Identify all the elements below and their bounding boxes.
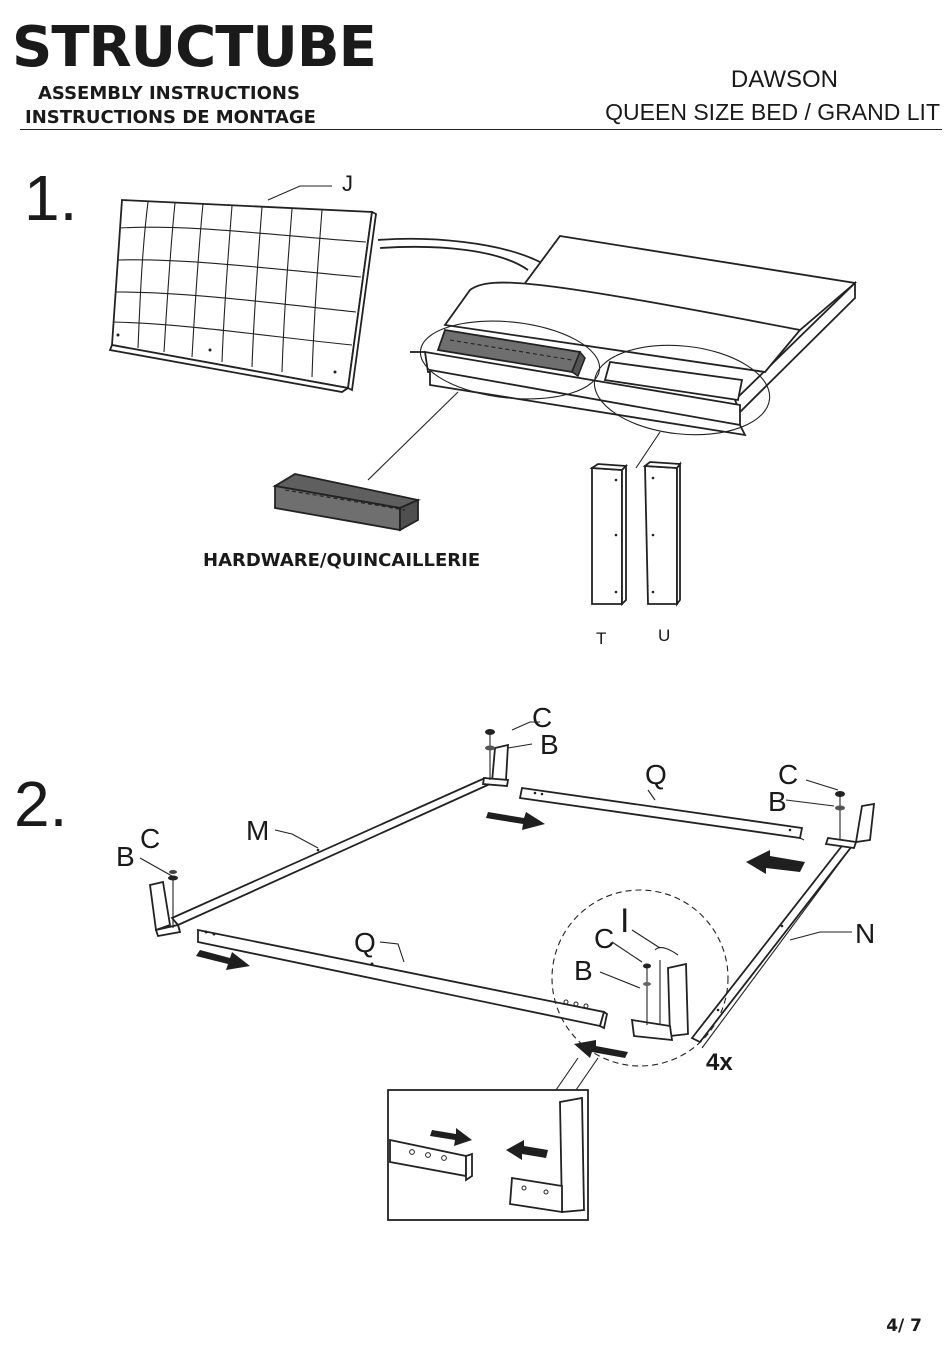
quantity-label: 4x — [706, 1049, 733, 1076]
label-q-bottom: Q — [354, 927, 376, 958]
arrow-left-icon — [746, 850, 805, 874]
label-b-4: B — [574, 955, 593, 986]
arrow-left-icon — [574, 1040, 628, 1058]
label-c-4: C — [594, 923, 614, 954]
package-box-drawing — [368, 236, 855, 480]
page-number: 4/ 7 — [886, 1316, 922, 1336]
bed-frame-drawing — [140, 722, 874, 1220]
headboard-drawing — [110, 186, 376, 392]
slats-drawing — [592, 462, 680, 604]
label-u: U — [658, 626, 670, 645]
label-j: J — [342, 171, 353, 196]
label-b-2: B — [768, 786, 787, 817]
label-m: M — [246, 815, 269, 846]
label-n: N — [855, 918, 875, 949]
arrow-right-icon — [196, 950, 250, 970]
label-i: I — [620, 902, 629, 940]
label-q-top: Q — [645, 759, 667, 790]
label-b-3: B — [116, 841, 135, 872]
label-c-3: C — [140, 823, 160, 854]
label-t: T — [596, 629, 606, 648]
arrow-right-icon — [486, 812, 545, 830]
hardware-box-drawing — [275, 474, 418, 530]
label-b-1: B — [540, 729, 559, 760]
